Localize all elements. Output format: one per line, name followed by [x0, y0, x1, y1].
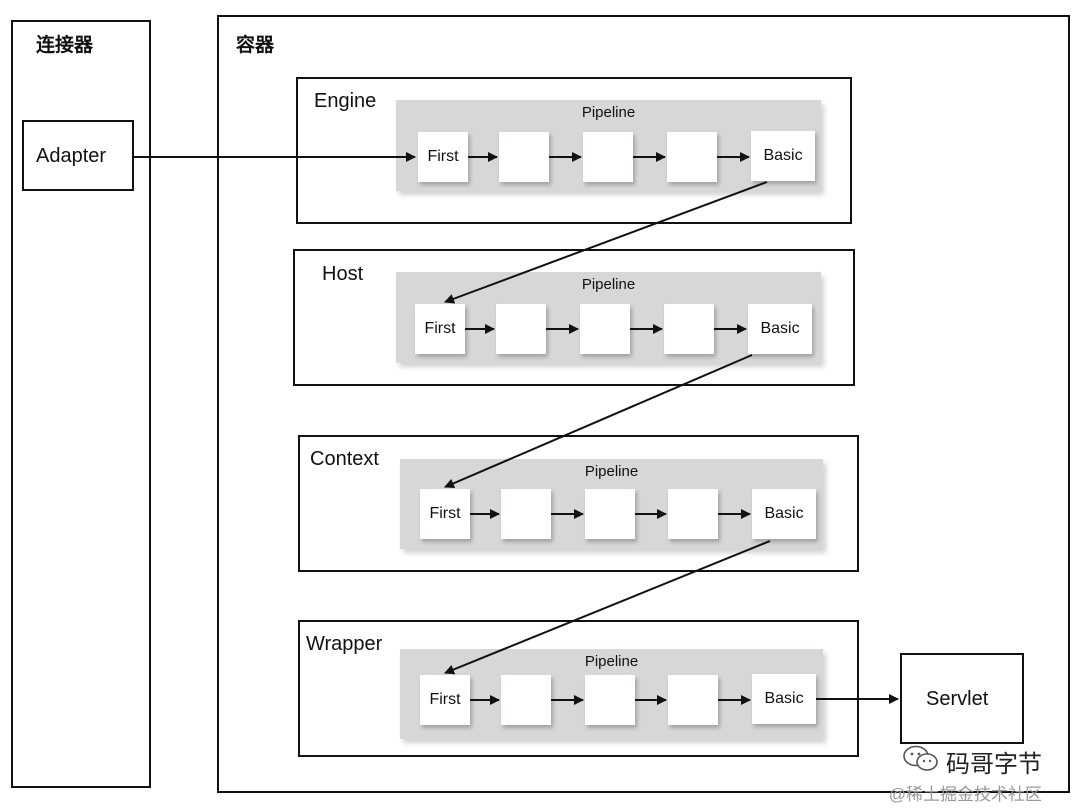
- basic-valve: Basic: [752, 489, 816, 539]
- first-valve: First: [415, 304, 465, 354]
- valve: [668, 489, 718, 539]
- pipeline-title: Pipeline: [581, 104, 636, 121]
- host-label: Host: [322, 263, 364, 285]
- valve: [580, 304, 630, 354]
- watermark-main-text: 码哥字节: [946, 751, 1042, 778]
- valve: [668, 675, 718, 725]
- first-valve: First: [420, 489, 470, 539]
- container-title: 容器: [236, 34, 275, 56]
- basic-valve: Basic: [748, 304, 812, 354]
- valve: [585, 489, 635, 539]
- valve: [583, 132, 633, 182]
- watermark-main: 码哥字节: [903, 744, 1042, 779]
- valve: [664, 304, 714, 354]
- servlet-box: [900, 653, 1024, 744]
- adapter-label: Adapter: [36, 145, 107, 167]
- adapter-box: [22, 120, 134, 191]
- valve: [585, 675, 635, 725]
- first-valve: First: [420, 675, 470, 725]
- wrapper-label: Wrapper: [306, 633, 383, 655]
- pipeline-title: Pipeline: [581, 276, 636, 293]
- wechat-icon: [903, 745, 938, 771]
- valve: [501, 675, 551, 725]
- basic-valve: Basic: [751, 131, 815, 181]
- pipeline-title: Pipeline: [584, 653, 639, 670]
- valve: [496, 304, 546, 354]
- valve: [667, 132, 717, 182]
- valve: [499, 132, 549, 182]
- basic-valve: Basic: [752, 674, 816, 724]
- servlet-label: Servlet: [926, 688, 989, 710]
- pipeline-title: Pipeline: [584, 463, 639, 480]
- first-valve: First: [418, 132, 468, 182]
- context-label: Context: [310, 448, 379, 470]
- engine-label: Engine: [314, 90, 377, 112]
- valve: [501, 489, 551, 539]
- connector-title: 连接器: [36, 34, 94, 56]
- watermark-sub: @稀土掘金技术社区: [888, 785, 1042, 804]
